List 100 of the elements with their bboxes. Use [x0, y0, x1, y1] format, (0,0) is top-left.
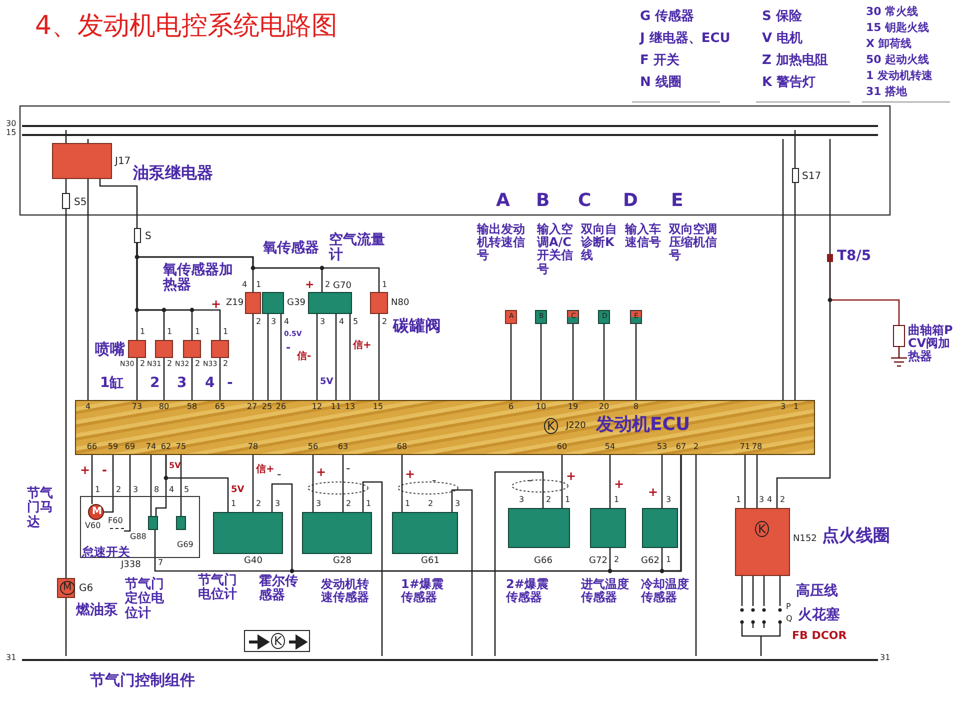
- wire: [401, 455, 403, 512]
- pin-number: 2: [346, 500, 352, 509]
- symbol-letter: M: [60, 581, 75, 595]
- component-code: S: [145, 231, 152, 242]
- pin-number: 3: [316, 500, 322, 509]
- handwritten-label: 1#爆震传感器: [401, 578, 444, 604]
- wire: [252, 314, 254, 400]
- handwritten-label: 发动机转速传感器: [321, 578, 370, 604]
- pin-number: 13: [344, 403, 356, 412]
- pin-number: 2: [140, 360, 146, 369]
- component-code: N152: [793, 535, 817, 545]
- component-code: J17: [115, 156, 131, 167]
- handwritten-label: 喷嘴: [95, 341, 125, 358]
- pin-number: 3: [275, 500, 280, 509]
- pin-number: 1: [256, 281, 262, 290]
- component-code: G66: [534, 557, 552, 567]
- pin-number: 26: [276, 403, 286, 412]
- polarity-mark: -: [277, 468, 282, 482]
- pin-number: 1: [736, 496, 742, 505]
- pin-number: 2: [428, 500, 434, 509]
- pin-number: 65: [214, 403, 226, 412]
- wire: [661, 455, 663, 508]
- note-label: 火花塞: [798, 608, 840, 624]
- wire: [91, 455, 93, 504]
- wire: [342, 455, 344, 512]
- pin-number: 4: [767, 496, 772, 505]
- pin-number: 12: [312, 403, 322, 412]
- legend-entry: 50 起动火线: [866, 54, 930, 66]
- component-label: 发动机ECU: [596, 415, 690, 435]
- wire: [540, 324, 542, 400]
- pin-number: 20: [598, 403, 610, 412]
- handwritten-label: B: [536, 191, 550, 211]
- handwritten-label: 进气温度传感器: [581, 578, 630, 604]
- wire: [136, 358, 138, 400]
- wire: [756, 455, 758, 508]
- wire: [776, 262, 831, 508]
- component-label: T8/5: [837, 249, 872, 264]
- wire: [65, 598, 67, 656]
- handwritten-label: D: [623, 191, 638, 211]
- component-code: G70: [333, 282, 352, 292]
- handwritten-label: 碳罐阀: [393, 317, 441, 335]
- pin-number: P: [786, 603, 791, 612]
- pin-number: 2: [780, 496, 786, 505]
- polarity-mark: +: [405, 468, 416, 482]
- handwritten-label: 氧传感器加热器: [163, 263, 234, 294]
- pin-number: 69: [124, 443, 136, 452]
- wire: [65, 130, 67, 143]
- pin-number: Q: [786, 615, 792, 624]
- pin-number: 1: [231, 500, 236, 509]
- pin-number: 2: [223, 360, 228, 369]
- handwritten-label: 曲轴箱PCV阀加热器: [908, 324, 954, 364]
- component-code: J338: [121, 561, 141, 571]
- wire: [104, 455, 114, 513]
- handwritten-label: 点火线圈: [822, 527, 890, 546]
- legend-entry: X 卸荷线: [866, 38, 912, 50]
- cylinder-number: 4: [205, 376, 215, 392]
- wire: [362, 481, 383, 656]
- wire: [65, 209, 67, 578]
- component-code: G40: [244, 557, 262, 567]
- polarity-mark: -: [102, 464, 107, 478]
- pin-number: 4: [242, 281, 248, 290]
- wire: [267, 314, 269, 400]
- component-code: S5: [74, 197, 87, 208]
- polarity-mark: +: [211, 298, 222, 312]
- pin-number: 1: [95, 486, 100, 495]
- wire: [191, 358, 193, 400]
- wire: [494, 471, 544, 656]
- pin-number: 60: [556, 443, 568, 452]
- polarity-mark: +: [566, 470, 576, 484]
- handwritten-label: E: [671, 191, 684, 211]
- component-code: G39: [287, 299, 306, 309]
- wire: [794, 183, 796, 400]
- cylinder-number: 1缸: [100, 376, 124, 392]
- pin-number: 1: [793, 403, 799, 412]
- pin-number: 1: [140, 328, 146, 337]
- wire: [561, 455, 563, 508]
- wire: [744, 455, 746, 508]
- pin-number: 2: [546, 496, 552, 505]
- bus-label: 15: [6, 129, 16, 138]
- legend-entry: F 开关: [640, 54, 680, 68]
- legend-entry: K 警告灯: [762, 76, 816, 90]
- handwritten-label: 双向空调压缩机信号: [669, 223, 718, 263]
- pin-number: 2: [614, 556, 620, 565]
- pin-number: 68: [396, 443, 408, 452]
- pin-number: 2: [116, 486, 122, 495]
- component-code: J220: [566, 422, 586, 432]
- polarity-mark: +: [305, 279, 314, 292]
- pin-number: 7: [158, 559, 164, 568]
- pin-number: 3: [780, 403, 786, 412]
- pin-number: 66: [86, 443, 98, 452]
- voltage-label: 5V: [320, 378, 334, 388]
- legend-entry: 1 发动机转速: [866, 70, 932, 82]
- wire: [741, 575, 781, 607]
- wire: [124, 455, 131, 532]
- polarity-mark: -: [432, 474, 436, 488]
- wire: [635, 324, 637, 400]
- handwritten-label: 输出发动机转速信号: [477, 223, 526, 263]
- cylinder-number: 2: [150, 376, 160, 392]
- handwritten-label: 双向自诊断K线: [581, 223, 618, 263]
- pin-number: 59: [108, 443, 118, 452]
